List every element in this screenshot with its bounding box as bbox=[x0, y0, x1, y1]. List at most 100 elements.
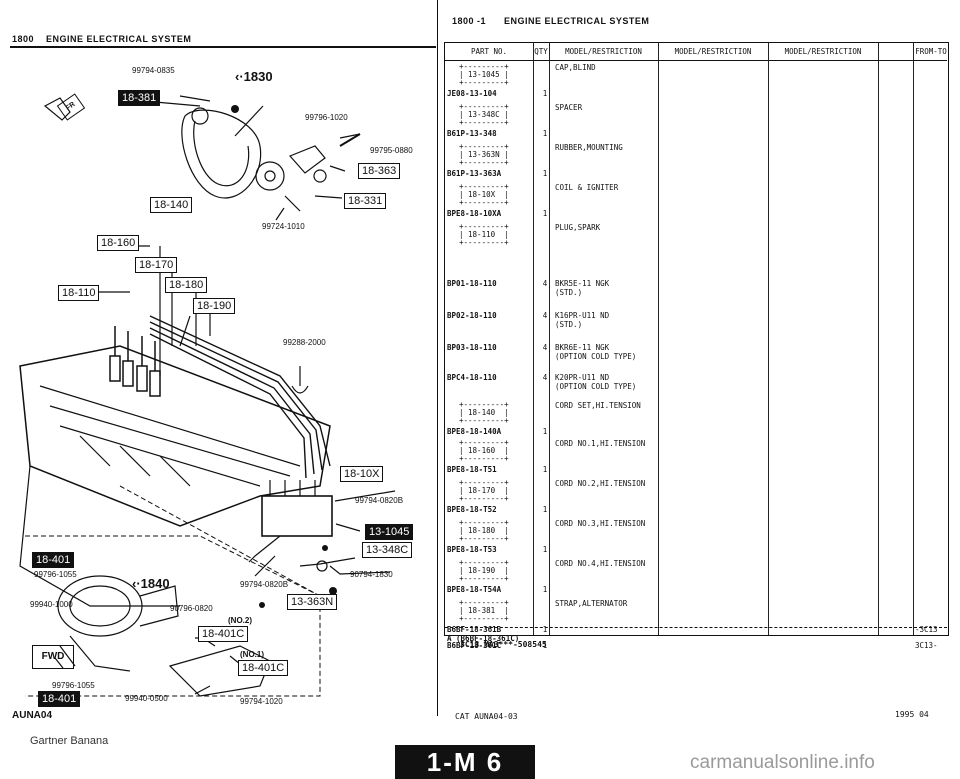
ref-id-box: +---------+ | 18-170 | +---------+ bbox=[459, 478, 509, 503]
part-code: B61P-13-348 bbox=[447, 129, 497, 138]
part-name: SPACER bbox=[555, 103, 583, 112]
part-name: CORD NO.4,HI.TENSION bbox=[555, 559, 646, 568]
ref-box[interactable]: 13-348C bbox=[362, 542, 413, 558]
part-code: B61P-13-363A bbox=[447, 169, 502, 178]
no2-label: (NO.2) bbox=[228, 616, 252, 625]
column-divider bbox=[533, 43, 534, 635]
ref-id-box: +---------+ | 18-190 | +---------+ bbox=[459, 558, 509, 583]
from-to: -3C13 bbox=[915, 625, 938, 634]
column-divider bbox=[878, 43, 879, 635]
part-number-label: 90796-0820 bbox=[170, 604, 213, 613]
ref-id-box: +---------+ | 18-160 | +---------+ bbox=[459, 438, 509, 463]
quantity: 1 bbox=[542, 209, 548, 218]
ref-box[interactable]: 18-401C bbox=[238, 660, 289, 676]
ref-id-box: +---------+ | 18-381 | +---------+ bbox=[459, 598, 509, 623]
part-number-label: 99796-1020 bbox=[305, 113, 348, 122]
header-model-2: MODEL/RESTRICTION bbox=[674, 47, 752, 56]
part-number-label: 99794-0835 bbox=[132, 66, 175, 75]
part-code: BP03-18-110 bbox=[447, 343, 497, 352]
part-code: B6BF-18-361C bbox=[447, 641, 502, 650]
ref-id-box: +---------+ | 18-180 | +---------+ bbox=[459, 518, 509, 543]
ref-box[interactable]: 18-10X bbox=[340, 466, 384, 482]
ref-box[interactable]: 18-190 bbox=[193, 298, 236, 314]
left-page-header: 1800 ENGINE ELECTRICAL SYSTEM bbox=[12, 34, 191, 44]
assembly-ref-1830: ‹·1830 bbox=[235, 69, 273, 84]
part-name: PLUG,SPARK bbox=[555, 223, 601, 232]
quantity: 1 bbox=[542, 641, 548, 650]
ref-id-box: +---------+ | 13-348C | +---------+ bbox=[459, 102, 509, 127]
right-header-title: ENGINE ELECTRICAL SYSTEM bbox=[504, 16, 650, 26]
header-model-1: MODEL/RESTRICTION bbox=[565, 47, 642, 56]
quantity: 4 bbox=[542, 373, 548, 382]
ref-id-box: +---------+ | 18-140 | +---------+ bbox=[459, 400, 509, 425]
part-code: BP01-18-110 bbox=[447, 279, 497, 288]
ref-box[interactable]: 18-110 bbox=[58, 285, 100, 301]
ref-box[interactable]: 18-401 bbox=[38, 691, 81, 707]
catalog-date: 1995 04 bbox=[895, 710, 929, 719]
table-bottom-rule bbox=[445, 627, 947, 628]
assembly-ref-1840: ‹·1840 bbox=[132, 576, 170, 591]
front-direction-icon: FWD bbox=[32, 645, 74, 669]
ref-box[interactable]: 18-140 bbox=[150, 197, 193, 213]
ref-box[interactable]: 18-331 bbox=[344, 193, 387, 209]
ref-box[interactable]: 18-381 bbox=[118, 90, 161, 106]
header-from-to: FROM-TO bbox=[915, 47, 947, 56]
ref-box[interactable]: 18-180 bbox=[165, 277, 208, 293]
part-code: BPE8-18-10XA bbox=[447, 209, 502, 218]
table-header-rule bbox=[445, 60, 947, 61]
quantity: 1 bbox=[542, 585, 548, 594]
left-header-title: ENGINE ELECTRICAL SYSTEM bbox=[46, 34, 192, 44]
ref-id-box: +---------+ | 13-1045 | +---------+ bbox=[459, 62, 509, 87]
quantity: 1 bbox=[542, 427, 548, 436]
ref-box[interactable]: 18-170 bbox=[135, 257, 178, 273]
aun-code: AUNA04 bbox=[12, 710, 53, 721]
parts-table: PART NO. QTY MODEL/RESTRICTION MODEL/RES… bbox=[444, 42, 949, 650]
ref-id-box: +---------+ | 18-10X | +---------+ bbox=[459, 182, 509, 207]
page-number-badge: 1-M 6 bbox=[395, 745, 535, 779]
part-code: BPE8-18-T51 bbox=[447, 465, 497, 474]
part-code: BPE8-18-T53 bbox=[447, 545, 497, 554]
quantity: 4 bbox=[542, 279, 548, 288]
part-name: BKR5E-11 NGK (STD.) bbox=[555, 279, 610, 297]
ref-box[interactable]: 18-363 bbox=[358, 163, 401, 179]
header-part-no: PART NO. bbox=[470, 47, 508, 56]
part-name: RUBBER,MOUNTING bbox=[555, 143, 623, 152]
part-number-label: 99794-0820B bbox=[240, 580, 289, 589]
header-qty: QTY bbox=[534, 47, 548, 56]
part-code: BP02-18-110 bbox=[447, 311, 497, 320]
part-code: BPE8-18-140A bbox=[447, 427, 502, 436]
ref-box[interactable]: 18-401C bbox=[198, 626, 249, 642]
part-number-label: 99940-0500 bbox=[125, 694, 168, 703]
no1-label: (NO.1) bbox=[240, 650, 264, 659]
part-code: BPE8-18-T54A bbox=[447, 585, 502, 594]
quantity: 1 bbox=[542, 465, 548, 474]
part-number-label: 99940-1000 bbox=[30, 600, 73, 609]
ref-box[interactable]: 18-401 bbox=[32, 552, 75, 568]
part-name: CORD NO.1,HI.TENSION bbox=[555, 439, 646, 448]
ref-box[interactable]: 13-1045 bbox=[365, 524, 414, 540]
part-code: B6BF-18-361B A (B6BF-18-361C) bbox=[447, 625, 520, 643]
quantity: 1 bbox=[542, 545, 548, 554]
watermark: carmanualsonline.info bbox=[690, 752, 875, 773]
ref-box[interactable]: 13-363N bbox=[287, 594, 338, 610]
part-name: CAP,BLIND bbox=[555, 63, 596, 72]
header-model-3: MODEL/RESTRICTION bbox=[784, 47, 862, 56]
part-code: JE08-13-104 bbox=[447, 89, 497, 98]
quantity: 1 bbox=[542, 169, 548, 178]
part-number-label: 90794-1830 bbox=[350, 570, 393, 579]
ref-id-box: +---------+ | 18-110 | +---------+ bbox=[459, 222, 509, 247]
right-header-code: 1800 -1 bbox=[452, 16, 487, 26]
part-name: CORD NO.2,HI.TENSION bbox=[555, 479, 646, 488]
quantity: 1 bbox=[542, 129, 548, 138]
part-number-label: 99796-1055 bbox=[34, 570, 77, 579]
part-name: CORD SET,HI.TENSION bbox=[555, 401, 641, 410]
part-code: BPC4-18-110 bbox=[447, 373, 497, 382]
ref-id-box: +---------+ | 13-363N | +---------+ bbox=[459, 142, 509, 167]
column-divider bbox=[768, 43, 769, 635]
part-number-label: 99794-1020 bbox=[240, 697, 283, 706]
right-page-header: 1800 -1 ENGINE ELECTRICAL SYSTEM bbox=[452, 16, 649, 26]
column-divider bbox=[913, 43, 914, 635]
part-number-label: 99794-0820B bbox=[355, 496, 404, 505]
caption: Gartner Banana bbox=[30, 735, 109, 747]
ref-box[interactable]: 18-160 bbox=[97, 235, 140, 251]
